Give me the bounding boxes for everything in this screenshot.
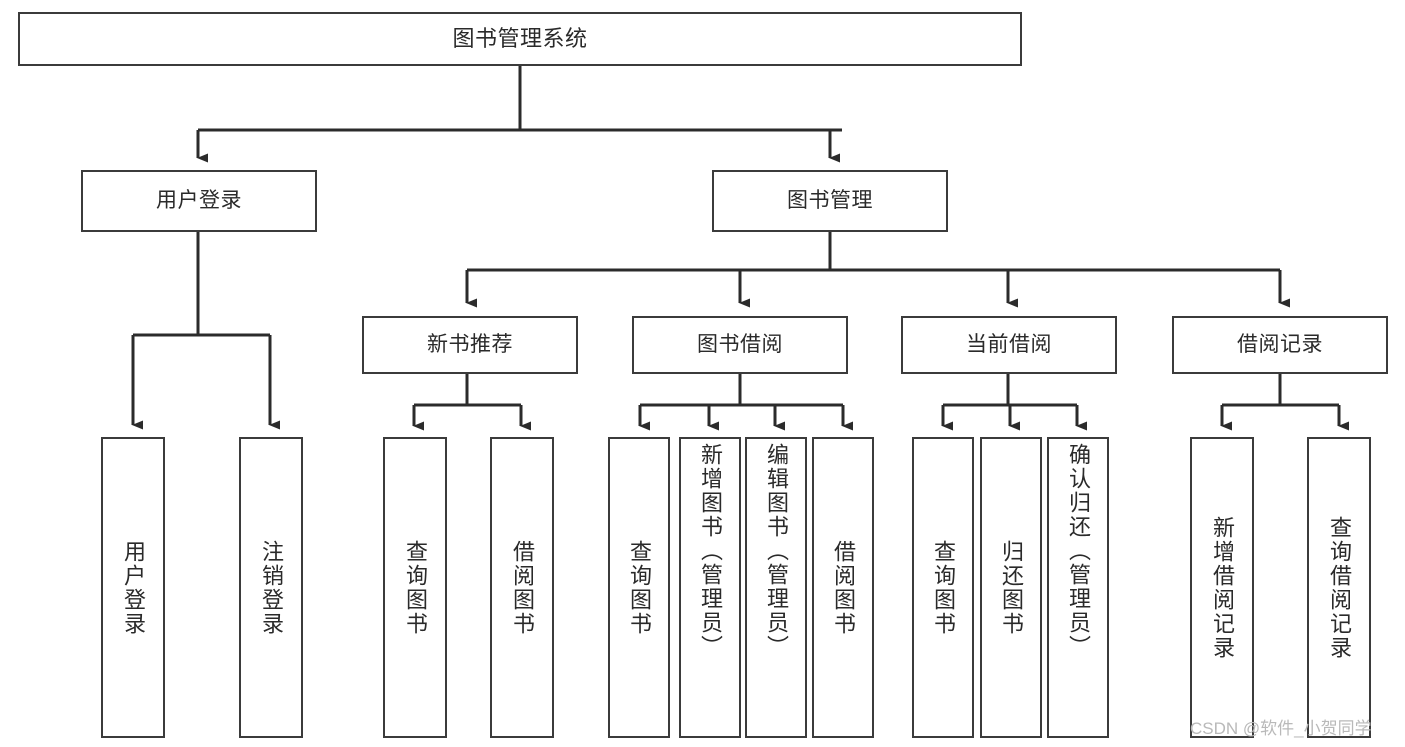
node-label: 查询图书 [627,539,652,636]
node-label: 注销登录 [259,539,284,636]
node-label: 编辑图书（管理员） [764,443,789,659]
node-label: 新增图书（管理员） [698,443,723,659]
leaf-borrow-book[interactable]: 借阅图书 [812,437,874,738]
node-label: 借阅图书 [831,539,856,636]
leaf-query-borrow-record[interactable]: 查询借阅记录 [1307,437,1371,738]
node-book-borrow[interactable]: 图书借阅 [632,316,848,374]
node-current-borrow[interactable]: 当前借阅 [901,316,1117,374]
leaf-borrow-book-newbook[interactable]: 借阅图书 [490,437,554,738]
node-label: 用户登录 [156,188,242,212]
node-label: 查询借阅记录 [1327,515,1352,660]
node-label: 归还图书 [999,539,1024,636]
node-label: 确认归还（管理员） [1066,443,1091,659]
leaf-user-logout[interactable]: 注销登录 [239,437,303,738]
csdn-watermark: CSDN @软件_小贺同学 [1190,719,1372,738]
node-user-login[interactable]: 用户登录 [81,170,317,232]
leaf-return-book[interactable]: 归还图书 [980,437,1042,738]
leaf-add-borrow-record[interactable]: 新增借阅记录 [1190,437,1254,738]
leaf-add-book-admin[interactable]: 新增图书（管理员） [679,437,741,738]
node-book-management[interactable]: 图书管理 [712,170,948,232]
node-label: 用户登录 [121,539,146,636]
leaf-query-book-current[interactable]: 查询图书 [912,437,974,738]
leaf-confirm-return-admin[interactable]: 确认归还（管理员） [1047,437,1109,738]
leaf-query-book-borrow[interactable]: 查询图书 [608,437,670,738]
leaf-user-login[interactable]: 用户登录 [101,437,165,738]
node-label: 借阅图书 [510,539,535,636]
node-borrow-record[interactable]: 借阅记录 [1172,316,1388,374]
node-label: 借阅记录 [1237,332,1323,356]
leaf-query-book-newbook[interactable]: 查询图书 [383,437,447,738]
node-label: 查询图书 [931,539,956,636]
node-new-book-recommend[interactable]: 新书推荐 [362,316,578,374]
leaf-edit-book-admin[interactable]: 编辑图书（管理员） [745,437,807,738]
node-label: 图书借阅 [697,332,783,356]
node-label: 当前借阅 [966,332,1052,356]
node-label: 图书管理 [787,188,873,212]
node-label: 图书管理系统 [452,26,588,52]
node-label: 新书推荐 [427,332,513,356]
node-root-system[interactable]: 图书管理系统 [18,12,1022,66]
node-label: 新增借阅记录 [1210,515,1235,660]
node-label: 查询图书 [403,539,428,636]
